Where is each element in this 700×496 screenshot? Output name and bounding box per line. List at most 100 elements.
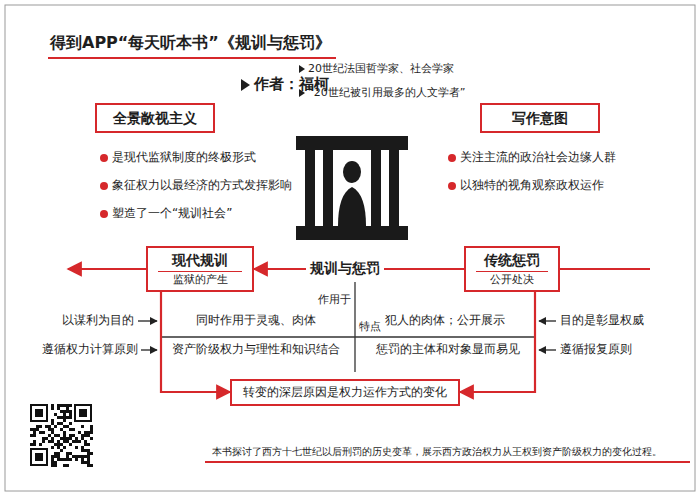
qr-module xyxy=(51,407,54,410)
qr-module xyxy=(63,404,66,407)
conclusion-box: 转变的深层原因是权力运作方式的变化 xyxy=(230,379,460,406)
qr-module xyxy=(45,425,48,428)
qr-module xyxy=(69,458,72,461)
feature-text: 犯人的肉体；公开展示 xyxy=(385,313,505,327)
axis-text: 特点 xyxy=(359,320,381,333)
feature-text: 遵循报复原则 xyxy=(560,342,632,356)
qr-module xyxy=(33,431,36,434)
triangle-marker xyxy=(299,65,305,73)
qr-module xyxy=(57,416,60,419)
bullet-text: 是现代监狱制度的终极形式 xyxy=(112,150,256,164)
qr-module xyxy=(36,425,39,428)
qr-module xyxy=(42,437,45,440)
qr-module xyxy=(54,413,57,416)
pointer-arrow xyxy=(138,320,157,321)
qr-module xyxy=(66,404,69,407)
qr-module xyxy=(51,437,54,440)
qr-module xyxy=(48,425,51,428)
qr-module xyxy=(87,455,90,458)
qr-module xyxy=(48,440,51,443)
qr-module xyxy=(63,410,66,413)
divider-line xyxy=(161,336,535,337)
qr-module xyxy=(66,416,69,419)
qr-module xyxy=(57,407,60,410)
qr-module xyxy=(33,434,36,437)
qr-finder xyxy=(30,448,48,466)
box-heading: 写作意图 xyxy=(512,110,568,127)
qr-module xyxy=(87,434,90,437)
qr-module xyxy=(54,464,57,467)
qr-module xyxy=(87,443,90,446)
qr-module xyxy=(39,431,42,434)
prisoner-head xyxy=(343,161,361,183)
qr-module xyxy=(87,464,90,467)
qr-module xyxy=(81,449,84,452)
qr-module xyxy=(42,440,45,443)
qr-module xyxy=(30,434,33,437)
box-heading: 全景敞视主义 xyxy=(113,110,197,127)
qr-module xyxy=(60,410,63,413)
qr-module xyxy=(69,413,72,416)
box-subtitle: 监狱的产生 xyxy=(158,271,242,286)
axis-text: 作用于 xyxy=(318,293,351,306)
bullet-dot xyxy=(100,210,108,218)
qr-module xyxy=(75,455,78,458)
qr-module xyxy=(72,428,75,431)
qr-module xyxy=(45,437,48,440)
qr-module xyxy=(63,464,66,467)
qr-module xyxy=(81,461,84,464)
pointer-arrow xyxy=(141,349,157,350)
qr-module xyxy=(84,443,87,446)
qr-module xyxy=(51,422,54,425)
qr-module xyxy=(51,464,54,467)
stage-box: 现代规训监狱的产生 xyxy=(146,246,254,292)
qr-module xyxy=(81,434,84,437)
qr-module xyxy=(84,449,87,452)
qr-module xyxy=(81,425,84,428)
caption-underline xyxy=(205,461,690,463)
qr-module xyxy=(78,455,81,458)
box-heading: 传统惩罚 xyxy=(484,252,540,269)
qr-finder xyxy=(74,404,92,422)
qr-module xyxy=(75,446,78,449)
title-underline xyxy=(48,57,336,59)
stage-box: 传统惩罚公开处决 xyxy=(464,246,560,292)
qr-module xyxy=(42,431,45,434)
qr-module xyxy=(57,443,60,446)
prison-bar xyxy=(389,150,399,226)
qr-module xyxy=(63,437,66,440)
qr-module xyxy=(69,443,72,446)
qr-module xyxy=(51,431,54,434)
qr-module xyxy=(63,416,66,419)
qr-ground xyxy=(26,400,96,470)
box-heading: 转变的深层原因是权力运作方式的变化 xyxy=(243,385,447,399)
concept-box: 全景敞视主义 xyxy=(95,103,215,133)
qr-module xyxy=(87,452,90,455)
concept-box: 写作意图 xyxy=(480,103,600,133)
feature-text: 遵循权力计算原则 xyxy=(42,342,138,356)
center-title: 规训与惩罚 xyxy=(306,260,384,277)
qr-module xyxy=(69,428,72,431)
qr-module xyxy=(63,458,66,461)
qr-module xyxy=(60,404,63,407)
qr-module xyxy=(63,419,66,422)
qr-module xyxy=(66,425,69,428)
qr-finder xyxy=(32,406,46,420)
qr-module xyxy=(69,416,72,419)
qr-module xyxy=(51,440,54,443)
qr-module xyxy=(84,431,87,434)
qr-module xyxy=(87,449,90,452)
qr-module xyxy=(60,416,63,419)
bullet-text: 关注主流的政治社会边缘人群 xyxy=(460,150,616,164)
prison-bar xyxy=(371,150,381,226)
qr-module xyxy=(51,458,54,461)
qr-module xyxy=(69,437,72,440)
qr-module xyxy=(33,428,36,431)
note-text: “20世纪被引用最多的人文学者” xyxy=(308,86,465,99)
bullet-dot xyxy=(100,182,108,190)
qr-module xyxy=(81,446,84,449)
qr-module xyxy=(57,458,60,461)
feature-text: 同时作用于灵魂、肉体 xyxy=(196,313,316,327)
qr-module xyxy=(57,422,60,425)
